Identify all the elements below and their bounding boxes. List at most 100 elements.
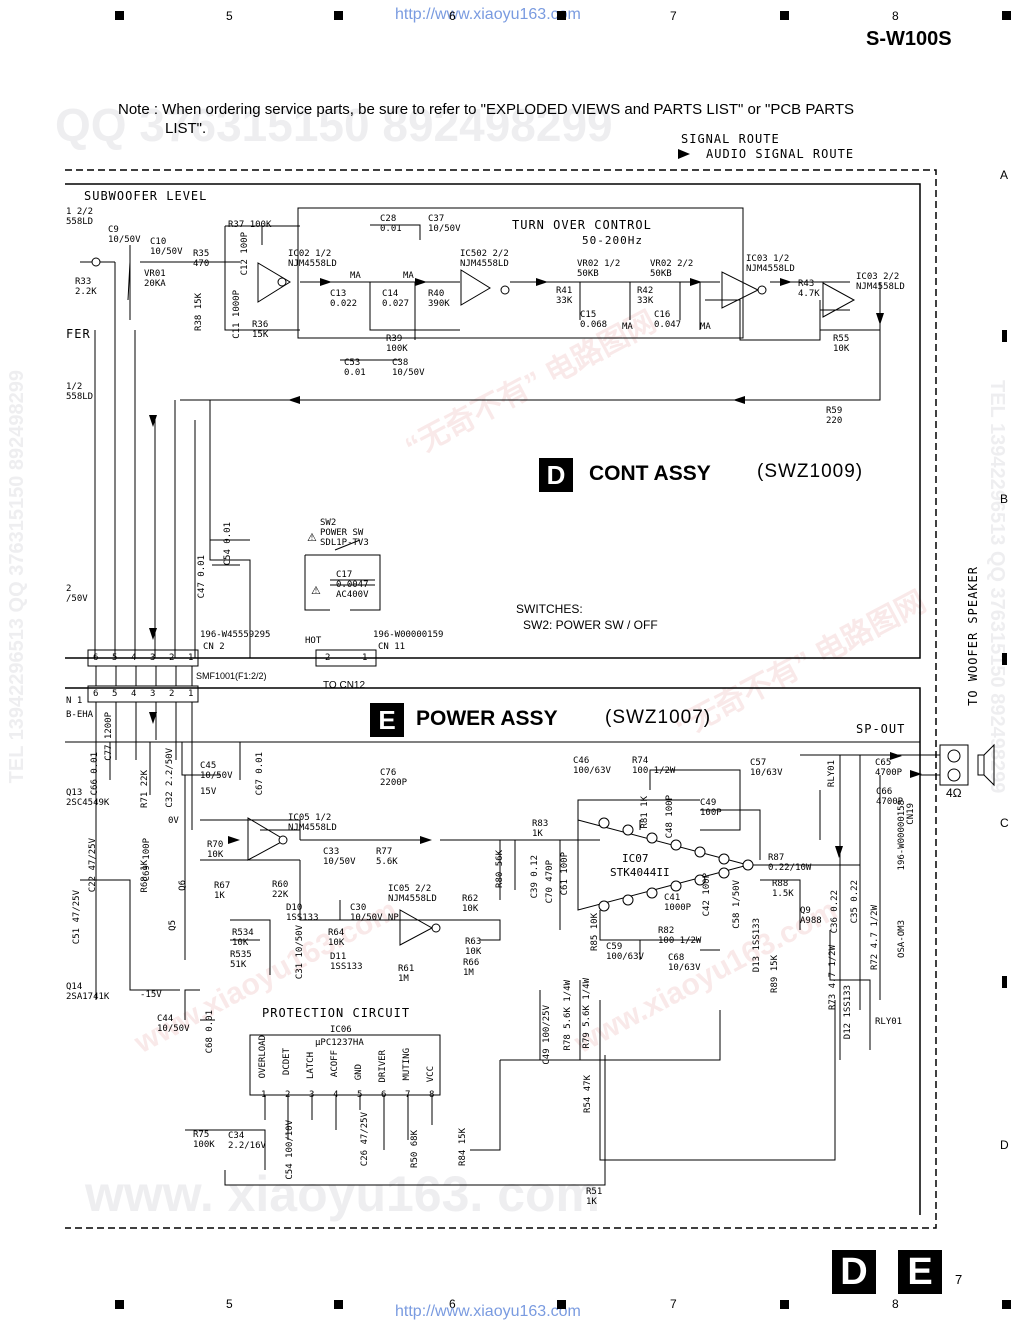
www-watermark: www. xiaoyu163. com (85, 1166, 601, 1222)
section-turn-over-range: 50-200Hz (582, 234, 643, 247)
cn1-pin: 3 (150, 689, 156, 699)
component-label: Q5 (168, 920, 178, 931)
to-cn12-label: TO CN12 (323, 680, 366, 691)
frame-marker (1002, 11, 1011, 20)
frame-marker (115, 1300, 124, 1309)
component-label: R38 15K (194, 293, 204, 331)
ic06-pin-name: ACOFF (330, 1050, 340, 1078)
rail-15v: 15V (200, 787, 217, 797)
ic06-part: μPC1237HA (315, 1038, 364, 1048)
legend-signal-route: SIGNAL ROUTE (681, 132, 780, 146)
ic06-pin-number: 8 (429, 1090, 435, 1100)
left-clip-label: 2SA1741K (66, 992, 110, 1002)
section-turn-over-control: TURN OVER CONTROL (512, 218, 652, 232)
column-number: 6 (449, 1297, 456, 1311)
component-label: C36 0.22 (830, 890, 840, 934)
frame-marker (1002, 330, 1007, 342)
component-label: D12 1SS133 (843, 985, 853, 1040)
rail-minus-15v: -15V (140, 990, 162, 1000)
component-label: C11 1000P (232, 290, 242, 339)
section-subwoofer-level: SUBWOOFER LEVEL (84, 189, 208, 203)
component-label: C61 100P (560, 852, 570, 896)
assy-badge-d: D (539, 458, 573, 492)
column-number: 8 (892, 1297, 899, 1311)
power-assy-title: POWER ASSY (416, 707, 558, 730)
frame-marker (1002, 976, 1007, 988)
page-badge-e: E (898, 1250, 942, 1294)
component-label: C54 0.01 (223, 522, 233, 566)
column-number: 7 (670, 1297, 677, 1311)
frame-marker (115, 11, 124, 20)
cont-assy-part-no: (SWZ1009) (757, 461, 864, 482)
ordering-note-line1: Note : When ordering service parts, be s… (118, 101, 854, 118)
component-label: C54 100/10V (285, 1120, 295, 1180)
component-label: C68 0.01 (205, 1010, 215, 1054)
cn11-pin: 1 (362, 653, 368, 663)
component-label: C67 0.01 (255, 752, 265, 796)
left-clip-label: Q14 (66, 982, 83, 992)
component-label: C26 47/25V (360, 1112, 370, 1167)
smf-label: SMF1001(F1:2/2) (196, 671, 267, 681)
ma-label: MA (403, 271, 414, 281)
component-label: C42 100P (702, 873, 712, 917)
component-label: R68 1K (140, 860, 150, 893)
left-clip-label: N 1 (66, 696, 83, 706)
component-label: R85 10K (590, 913, 600, 951)
component-label: R50 68K (410, 1130, 420, 1168)
page-badge-d: D (832, 1250, 876, 1294)
component-label: C48 100P (665, 795, 675, 839)
ic06-pin-name: GND (354, 1064, 364, 1081)
cn1-pin: 6 (93, 689, 99, 699)
row-letter: C (1000, 816, 1009, 830)
ic06-pin-name: OVERLOAD (258, 1035, 268, 1079)
cn2-name: CN 2 (203, 642, 225, 652)
speaker-impedance: 4Ω (946, 786, 962, 800)
left-clip-label: 2SC4549K (66, 798, 110, 808)
component-label: R79 5.6K 1/4W (582, 978, 592, 1049)
rly01-top: RLY01 (827, 760, 837, 788)
component-label: D13 1SS133 (752, 918, 762, 973)
ic06-pin-name: MUTING (402, 1048, 412, 1081)
power-assy-part-no: (SWZ1007) (605, 707, 712, 728)
column-number: 5 (226, 9, 233, 23)
component-label: C49 100/25V (542, 1005, 552, 1065)
cn2-pin: 1 (188, 653, 194, 663)
cn2-pin: 2 (169, 653, 175, 663)
left-clip-label: 1 2/2 (66, 207, 94, 217)
component-label: R89 15K (770, 955, 780, 993)
osa-label: OSA-OM3 (897, 920, 907, 958)
component-label: C22 47/25V (88, 838, 98, 893)
